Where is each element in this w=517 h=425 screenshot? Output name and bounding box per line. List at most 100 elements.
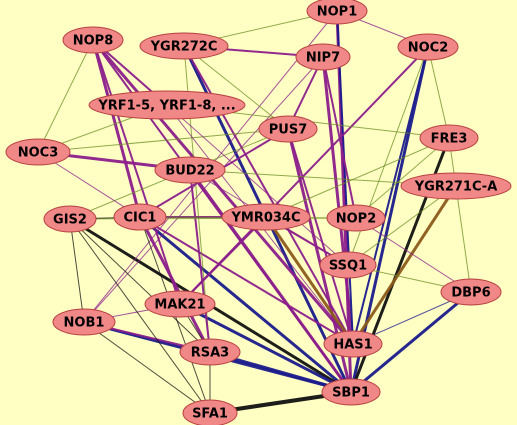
node-label: GIS2 [53,213,87,228]
edge-pus7-noc3 [37,128,289,153]
edge-sbp1-mak21 [179,302,352,394]
node-shape [397,33,459,61]
node-mak21[interactable]: MAK21 [144,290,216,318]
node-label: NOB1 [64,316,105,331]
node-label: HAS1 [333,338,372,353]
node-yrf1[interactable]: YRF1-5, YRF1-8, ... [88,90,246,120]
edge-sfa1-gis2 [69,218,211,414]
edge-nop2-dbp6 [355,217,472,293]
node-label: PUS7 [269,123,308,138]
edge-noc2-fre3 [427,46,450,139]
node-sfa1[interactable]: SFA1 [182,399,238,425]
edge-sbp1-dbp6 [350,290,472,394]
node-dbp6[interactable]: DBP6 [440,278,502,306]
node-label: SFA1 [192,407,228,422]
node-ymr034c[interactable]: YMR034C [221,203,311,231]
edge-yrf1-ssq1 [166,104,349,266]
node-ssq1[interactable]: SSQ1 [319,251,377,279]
edge-ymr034c-has1 [264,216,355,345]
node-label: DBP6 [451,286,490,301]
node-shape [221,203,311,231]
node-label: NOP2 [336,212,377,227]
edge-has1-cic1 [139,216,354,345]
node-noc3[interactable]: NOC3 [5,138,71,166]
node-shape [182,399,238,425]
edge-has1-pus7 [287,128,354,345]
node-label: BUD22 [165,164,214,179]
node-gis2[interactable]: GIS2 [43,205,97,233]
node-shape [295,43,351,71]
node-nop1[interactable]: NOP1 [306,0,368,25]
node-shape [323,330,383,358]
node-shape [144,290,216,318]
edge-ygr271ca-ssq1 [347,185,457,266]
node-nop8[interactable]: NOP8 [62,26,124,54]
edge-nop8-noc3 [37,39,94,153]
node-shape [179,338,241,366]
edge-has1-nop8 [91,39,355,345]
node-shape [419,124,479,152]
edge-nop2-fre3 [355,137,450,219]
node-shape [400,172,512,200]
node-cic1[interactable]: CIC1 [113,203,167,231]
node-label: NIP7 [306,51,340,66]
node-label: NOP1 [317,5,358,20]
node-shape [321,378,381,406]
node-shape [319,251,377,279]
node-shape [88,90,246,120]
edge-ymr034c-fre3 [265,137,450,218]
node-shape [326,204,386,232]
node-nob1[interactable]: NOB1 [52,308,116,336]
edge-mak21-ymr034c [179,216,267,305]
node-fre3[interactable]: FRE3 [419,124,479,152]
edge-cic1-rsa3 [138,216,212,353]
node-shape [52,308,116,336]
node-pus7[interactable]: PUS7 [258,115,318,143]
node-label: SBP1 [332,386,370,401]
node-noc2[interactable]: NOC2 [397,33,459,61]
edge-has1-ygr271ca [351,185,458,345]
edge-bud22-rsa3 [189,169,211,353]
node-shape [154,156,226,184]
node-label: YRF1-5, YRF1-8, ... [97,99,235,114]
node-shape [306,0,368,25]
node-label: NOC3 [18,146,59,161]
node-label: YMR034C [230,211,300,226]
node-bud22[interactable]: BUD22 [154,156,226,184]
node-ygr272c[interactable]: YGR272C [139,32,229,60]
node-sbp1[interactable]: SBP1 [321,378,381,406]
node-nop2[interactable]: NOP2 [326,204,386,232]
edge-gis2-rsa3 [69,218,211,353]
node-shape [62,26,124,54]
node-label: YGR272C [150,40,218,55]
node-shape [43,205,97,233]
node-shape [113,203,167,231]
node-label: SSQ1 [329,259,367,274]
edge-ygr272c-pus7 [183,45,289,130]
node-nip7[interactable]: NIP7 [295,43,351,71]
edge-sbp1-cic1 [139,215,352,394]
node-label: NOP8 [73,34,114,49]
node-rsa3[interactable]: RSA3 [179,338,241,366]
edge-nop8-cic1 [91,39,142,218]
edge-nop8-mak21 [92,39,181,305]
node-label: NOC2 [408,41,449,56]
node-shape [139,32,229,60]
edge-nob1-sfa1 [83,321,211,414]
node-label: FRE3 [431,132,468,147]
node-label: YGR271C-A [414,180,498,195]
node-label: RSA3 [191,346,229,361]
node-shape [258,115,318,143]
edge-has1-noc2 [352,46,429,345]
edge-nip7-nob1 [83,56,324,323]
node-label: MAK21 [154,298,205,313]
edge-has1-nip7 [321,56,355,345]
edge-gis2-nob1 [69,218,85,323]
node-shape [440,278,502,306]
node-shape [5,138,71,166]
node-label: CIC1 [124,211,157,226]
node-ygr271ca[interactable]: YGR271C-A [400,172,512,200]
node-has1[interactable]: HAS1 [323,330,383,358]
